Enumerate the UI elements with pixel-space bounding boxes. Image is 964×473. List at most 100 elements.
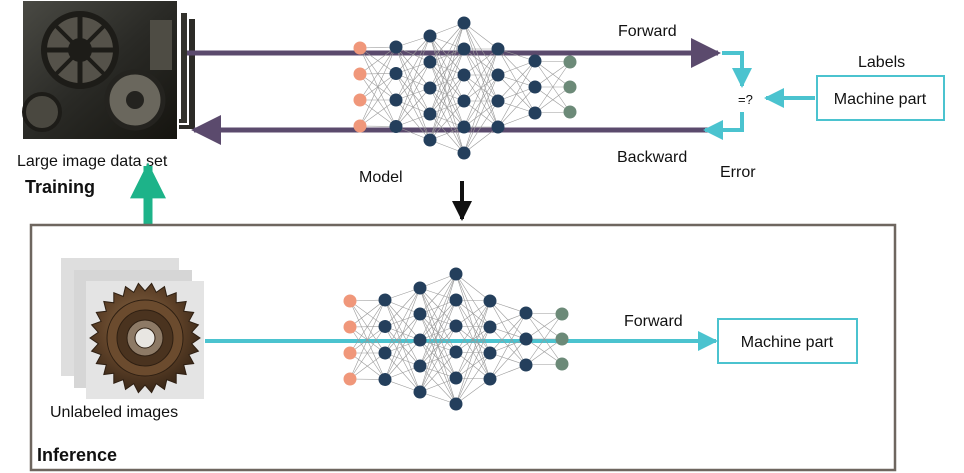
hidden-node (423, 81, 437, 95)
network-edge (419, 273, 457, 393)
network-edge (455, 300, 491, 353)
network-edge (384, 339, 421, 380)
inference-forward-label: Forward (624, 313, 683, 330)
network-edge (384, 287, 421, 327)
network-edge (489, 338, 527, 380)
network-edge (419, 351, 457, 393)
output-node (555, 332, 569, 346)
network-edge (463, 48, 499, 128)
output-node (555, 357, 569, 371)
label-box (816, 75, 945, 121)
hidden-node (413, 281, 427, 295)
network-edge (349, 352, 386, 380)
network-edge (534, 86, 571, 114)
network-edge (455, 378, 491, 405)
network-edge (419, 325, 457, 393)
hidden-node (378, 373, 392, 386)
comparison-connector (703, 51, 815, 140)
hidden-node (449, 319, 463, 333)
network-edge (395, 35, 431, 74)
network-edge (525, 312, 563, 340)
input-node (353, 67, 367, 81)
network-edge (359, 46, 397, 101)
output-node (555, 307, 569, 321)
network-edge (455, 352, 491, 405)
hidden-node (378, 346, 392, 360)
network-edge (359, 73, 397, 127)
network-edge (534, 60, 571, 113)
hidden-node (483, 346, 497, 360)
network-edge (349, 299, 386, 380)
network-edge (463, 48, 499, 102)
hidden-node (483, 372, 497, 386)
network-edge (384, 287, 421, 380)
hidden-node (389, 40, 403, 54)
hidden-node (519, 358, 533, 372)
compare-symbol: =? (738, 92, 753, 107)
network-edge (429, 22, 465, 89)
network-edge (534, 61, 571, 88)
hidden-node (423, 29, 437, 43)
hidden-node (449, 267, 463, 281)
inference-frame (29, 223, 897, 472)
output-node (563, 105, 577, 119)
network-edge (534, 86, 571, 113)
network-edge (429, 48, 465, 141)
hidden-node (483, 320, 497, 334)
input-node (343, 346, 357, 360)
hidden-node (483, 294, 497, 308)
unlabeled-image-stack (61, 258, 204, 399)
training-backward-label: Backward (617, 149, 687, 166)
network-edge (463, 22, 499, 50)
network-edge (395, 35, 431, 127)
network-edge (384, 287, 421, 354)
input-node (343, 294, 357, 308)
network-edge (455, 300, 491, 405)
output-node (563, 80, 577, 94)
network-edge (525, 338, 563, 365)
hidden-node (378, 320, 392, 333)
network-edge (349, 299, 386, 328)
input-node (353, 119, 367, 133)
training-forward-label: Forward (618, 23, 677, 40)
hidden-node (457, 16, 471, 30)
network-edge (525, 312, 563, 365)
input-node (353, 93, 367, 107)
model-label: Model (359, 169, 403, 186)
network-edge (463, 100, 499, 154)
network-edge (429, 22, 465, 141)
hidden-node (519, 332, 533, 346)
training-image-stack (21, 0, 197, 141)
network-edge (395, 87, 431, 127)
network-edge (419, 299, 457, 393)
network-edge (534, 60, 571, 88)
network-edge (359, 99, 397, 127)
network-edge (395, 35, 431, 101)
network-edge (429, 74, 465, 141)
network-edge (455, 326, 491, 405)
output-node (563, 55, 577, 69)
input-node (343, 320, 357, 334)
network-edge (489, 312, 527, 354)
gear-photo-icon (22, 11, 172, 132)
hidden-node (457, 146, 471, 160)
hidden-node (491, 42, 505, 56)
hidden-node (491, 120, 505, 134)
network-edge (349, 299, 386, 354)
network-edge (419, 273, 457, 315)
hidden-node (449, 397, 463, 411)
hidden-node (449, 293, 463, 307)
hidden-node (457, 94, 471, 108)
network-edge (419, 273, 457, 367)
error-label: Error (720, 164, 756, 181)
network-edge (429, 22, 465, 115)
hidden-node (449, 371, 463, 385)
network-edge (359, 46, 397, 127)
network-edge (489, 312, 527, 380)
network-edge (497, 60, 536, 76)
network-edge (455, 300, 491, 327)
hidden-node (457, 68, 471, 82)
sprocket-icon (89, 282, 201, 394)
network-edge (497, 60, 536, 128)
